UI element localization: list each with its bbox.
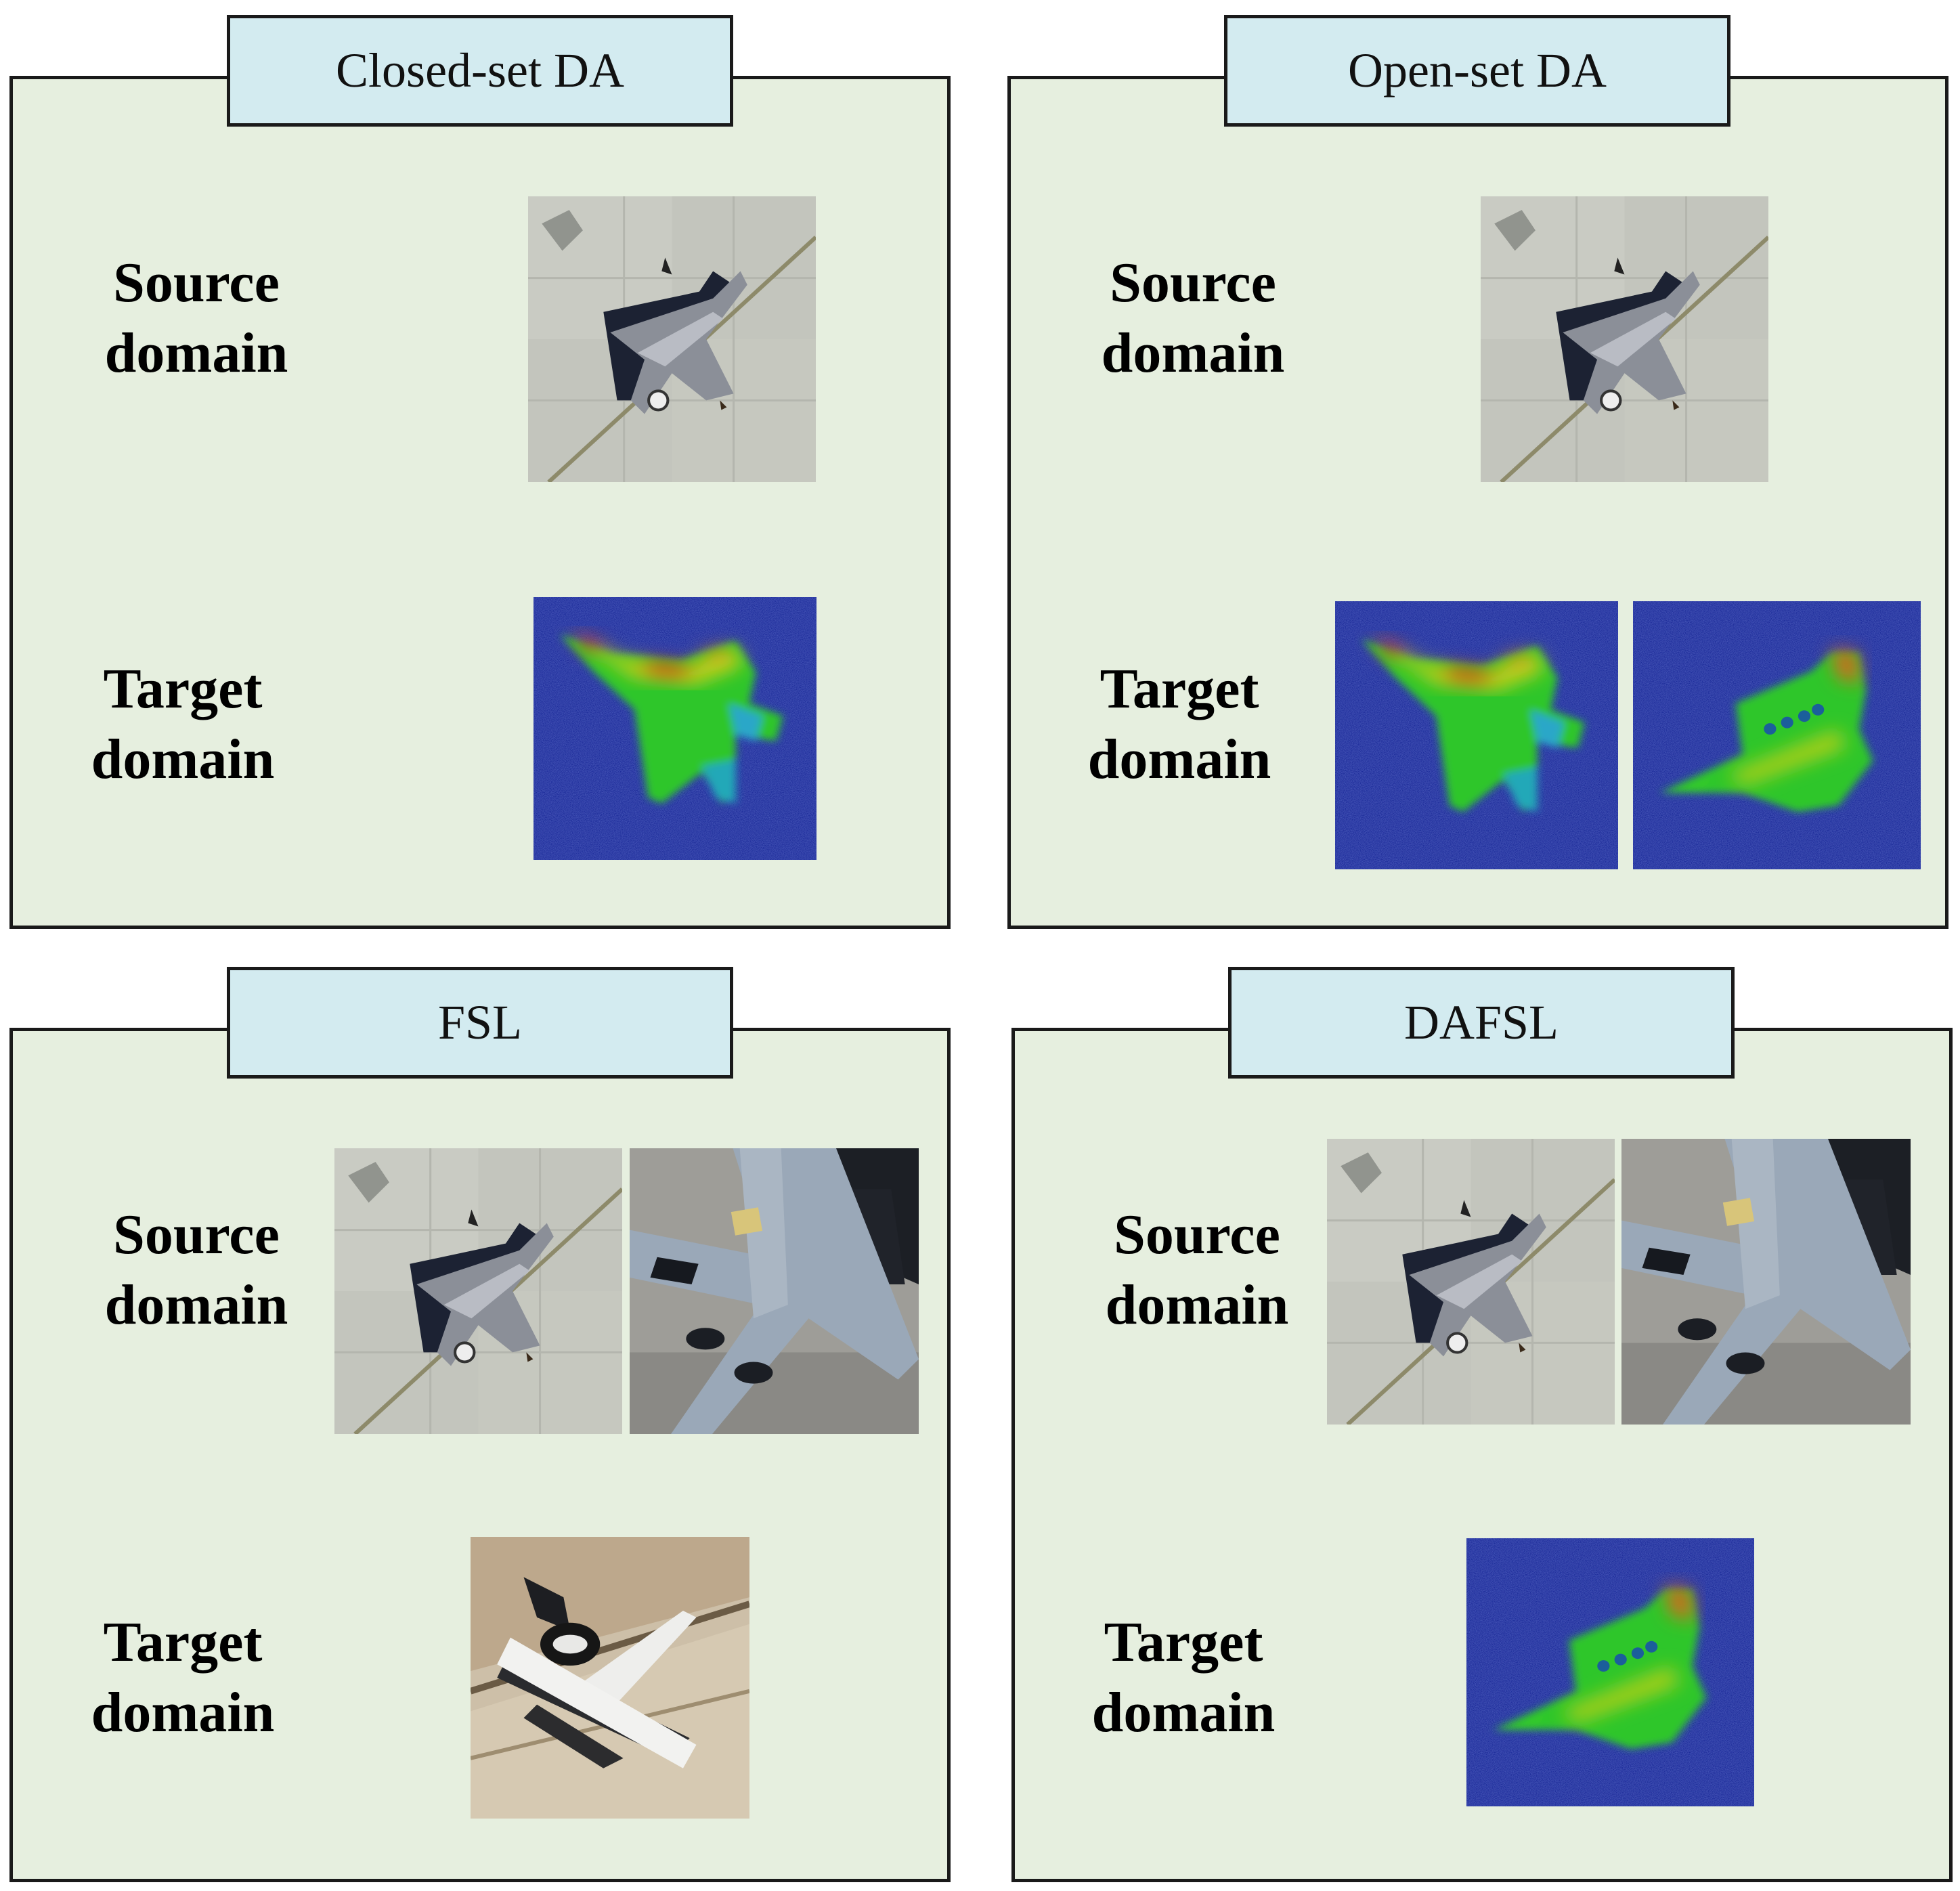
label-line: Source [1110,251,1276,314]
sar-heatmap-aircraft-image [1633,601,1921,869]
label-line: Target [103,657,263,720]
sar-heatmap-aircraft-image [1466,1538,1754,1806]
label-line: domain [1105,1274,1289,1336]
dafsl-title: DAFSL [1228,967,1735,1079]
open-set-da-title: Open-set DA [1224,15,1730,127]
dafsl-source-label: Source domain [1075,1200,1319,1341]
dafsl-target-label: Target domain [1062,1607,1305,1748]
sar-heatmap-jet-image [533,597,816,860]
optical-fighter-jet-image [528,196,816,482]
label-line: Target [1099,657,1259,720]
label-line: domain [104,322,288,385]
label-line: domain [1091,1681,1276,1744]
label-line: domain [91,1681,275,1744]
fsl-target-label: Target domain [61,1607,305,1748]
label-line: domain [1101,322,1285,385]
label-line: Source [113,1203,280,1266]
open-set-source-label: Source domain [1071,248,1315,389]
open-set-target-label: Target domain [1058,654,1301,795]
label-line: domain [91,728,275,791]
optical-fighter-jet-image [1327,1139,1615,1425]
label-line: domain [1087,728,1271,791]
closed-set-target-label: Target domain [61,654,305,795]
label-line: Target [1104,1611,1263,1674]
optical-awacs-plane-image [471,1537,749,1819]
optical-fighter-jet-image [1481,196,1768,482]
label-line: Source [113,251,280,314]
sar-heatmap-jet-image [1335,601,1618,869]
label-line: domain [104,1274,288,1336]
fsl-title: FSL [227,967,733,1079]
optical-transport-plane-image [630,1148,919,1434]
optical-fighter-jet-image [334,1148,622,1434]
closed-set-source-label: Source domain [74,248,318,389]
label-line: Source [1114,1203,1280,1266]
fsl-source-label: Source domain [74,1200,318,1341]
label-line: Target [103,1611,263,1674]
optical-transport-plane-image [1621,1139,1911,1425]
closed-set-da-title: Closed-set DA [227,15,733,127]
